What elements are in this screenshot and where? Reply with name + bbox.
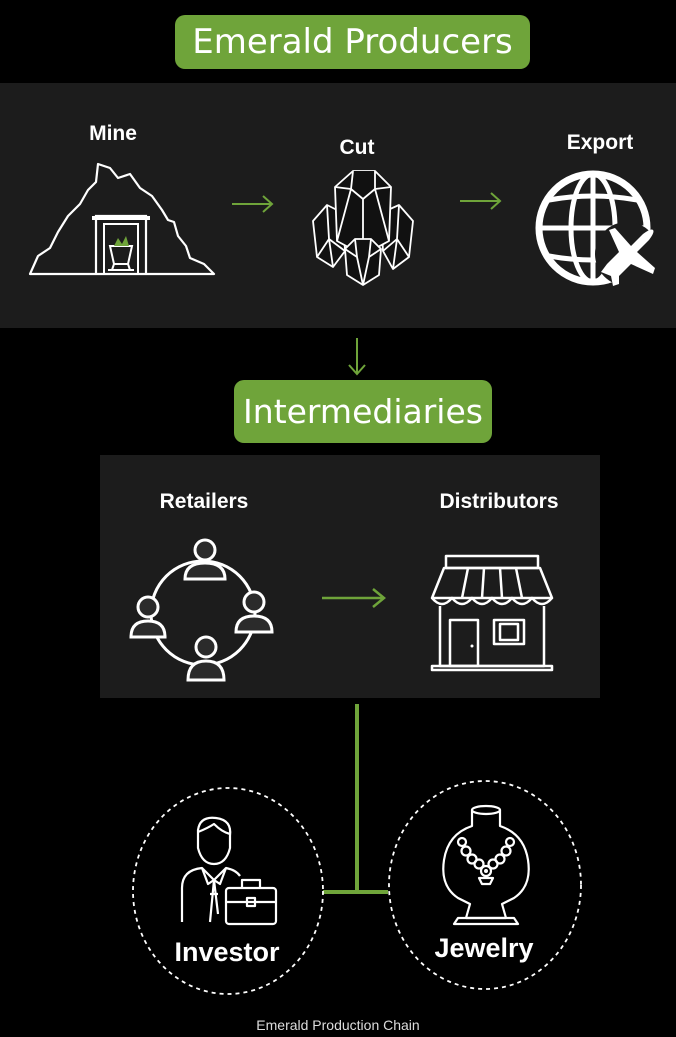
intermediaries-title: Intermediaries (234, 380, 492, 443)
people-network-icon (129, 538, 274, 682)
step-label-distributors: Distributors (439, 490, 559, 513)
investor-circle (132, 787, 324, 995)
jewelry-circle (388, 780, 582, 990)
crystal-icon (312, 170, 414, 286)
arrow-retailers-to-distributors (322, 588, 386, 608)
globe-plane-icon (535, 170, 659, 286)
investor-icon (180, 816, 278, 926)
mine-icon (28, 162, 216, 276)
step-label-retailers: Retailers (159, 490, 249, 513)
arrow-cut-to-export (460, 192, 502, 210)
connector-tree (323, 704, 388, 894)
arrow-producers-to-intermediaries (348, 338, 366, 376)
consumer-label-investor: Investor (174, 937, 280, 967)
consumer-label-jewelry: Jewelry (434, 933, 534, 963)
arrow-mine-to-cut (232, 195, 274, 213)
figure-caption: Emerald Production Chain (256, 1017, 420, 1033)
necklace-bust-icon (442, 804, 530, 926)
step-label-cut: Cut (339, 136, 375, 159)
step-label-export: Export (566, 131, 634, 154)
step-label-mine: Mine (89, 122, 137, 145)
producers-title: Emerald Producers (175, 15, 530, 69)
storefront-icon (430, 554, 554, 672)
